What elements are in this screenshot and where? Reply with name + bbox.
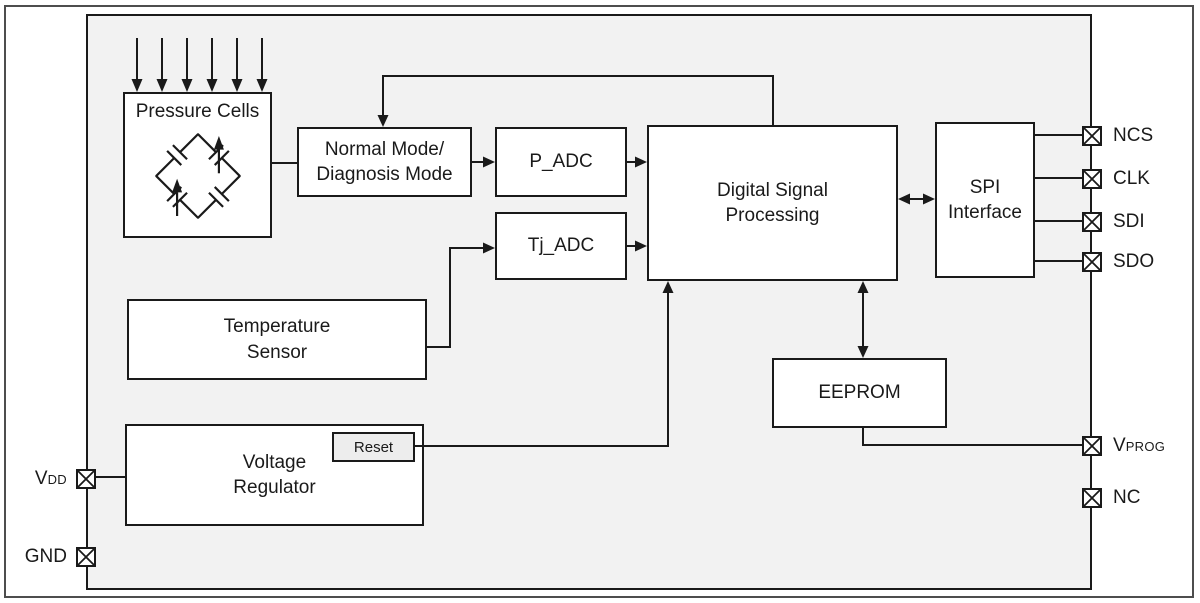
pin-pad-icon	[1082, 488, 1102, 508]
tj-adc-label: Tj_ADC	[527, 235, 595, 257]
vreg-label-line2: Regulator	[233, 477, 316, 498]
pin-gnd-label: GND	[24, 546, 67, 567]
dsp-label-line1: Digital Signal	[717, 179, 828, 201]
pin-vprog-sub: PROG	[1125, 439, 1166, 454]
pin-nc-label: NC	[1113, 487, 1141, 508]
vreg-label-line1: Voltage	[242, 451, 307, 473]
dsp-label-line2: Processing	[725, 205, 820, 226]
tj-adc-block: Tj_ADC	[495, 212, 627, 280]
pin-clk-label: CLK	[1113, 168, 1150, 189]
dsp-block: Digital Signal Processing	[647, 125, 898, 281]
pin-vprog-main: V	[1113, 435, 1126, 456]
mode-label-line1: Normal Mode/	[324, 138, 445, 160]
p-adc-block: P_ADC	[495, 127, 627, 197]
pin-sdi: SDI	[1082, 211, 1145, 233]
pressure-cells-block: Pressure Cells	[123, 92, 272, 238]
mode-block: Normal Mode/ Diagnosis Mode	[297, 127, 472, 197]
pin-gnd: GND	[20, 546, 96, 568]
pin-sdo-label: SDO	[1113, 251, 1155, 272]
temp-sensor-label-line2: Sensor	[246, 341, 308, 363]
voltage-regulator-block: Voltage Regulator	[125, 424, 424, 526]
temperature-sensor-block: Temperature Sensor	[127, 299, 427, 380]
spi-interface-block: SPI Interface	[935, 122, 1035, 278]
pin-ncs-label: NCS	[1113, 125, 1154, 146]
pin-sdo: SDO	[1082, 251, 1154, 273]
eeprom-block: EEPROM	[772, 358, 947, 428]
reset-block: Reset	[332, 432, 415, 462]
p-adc-label: P_ADC	[529, 151, 593, 173]
pin-vprog: VPROG	[1082, 435, 1165, 457]
spi-label-line2: Interface	[948, 202, 1022, 223]
reset-label: Reset	[353, 438, 394, 456]
pin-vprog-label: VPROG	[1113, 435, 1165, 457]
pin-pad-icon	[76, 469, 96, 489]
pin-vdd: VDD	[20, 468, 96, 490]
spi-label-line1: SPI	[969, 176, 1001, 198]
pin-vdd-sub: DD	[47, 472, 67, 487]
pin-pad-icon	[1082, 126, 1102, 146]
pin-vdd-main: V	[34, 468, 48, 489]
temp-sensor-label-line1: Temperature	[223, 316, 331, 338]
pin-pad-icon	[1082, 436, 1102, 456]
pin-pad-icon	[1082, 252, 1102, 272]
pressure-cells-label: Pressure Cells	[135, 101, 260, 122]
pin-pad-icon	[1082, 169, 1102, 189]
pin-ncs: NCS	[1082, 125, 1153, 147]
pin-vdd-label: VDD	[35, 468, 67, 490]
pin-sdi-label: SDI	[1113, 211, 1145, 232]
pin-clk: CLK	[1082, 168, 1150, 190]
pin-nc: NC	[1082, 487, 1140, 509]
pin-pad-icon	[1082, 212, 1102, 232]
wheatstone-bridge-icon	[154, 133, 241, 219]
eeprom-label: EEPROM	[818, 382, 901, 404]
pin-pad-icon	[76, 547, 96, 567]
mode-label-line2: Diagnosis Mode	[316, 164, 453, 185]
